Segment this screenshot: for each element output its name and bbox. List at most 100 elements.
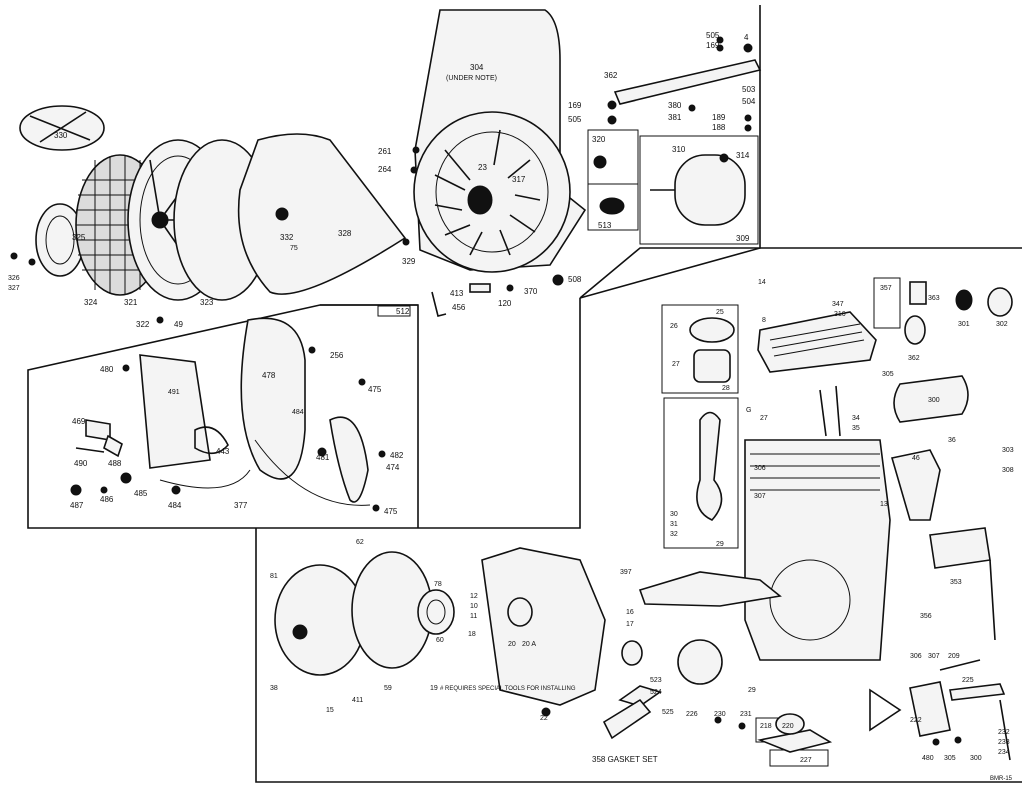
label-317: 317 (512, 175, 526, 184)
label-490: 490 (74, 459, 88, 468)
governor-starter-motor-group (587, 36, 762, 245)
label-480b: 480 (922, 755, 934, 762)
label-31: 31 (670, 521, 678, 528)
label-38: 38 (270, 685, 278, 692)
label-232: 232 (998, 729, 1010, 736)
label-note-tools: # REQUIRES SPECIAL TOOLS FOR INSTALLING (440, 686, 576, 692)
label-481: 481 (316, 453, 330, 462)
control-bracket (139, 354, 211, 469)
choke-lever (329, 416, 369, 503)
label-456: 456 (452, 303, 466, 312)
label-256: 256 (330, 351, 344, 360)
head-fins (769, 323, 865, 357)
label-503: 503 (742, 85, 756, 94)
label-25: 25 (716, 309, 724, 316)
label-328: 328 (338, 229, 352, 238)
label-300: 300 (928, 397, 940, 404)
control-panel-group (70, 305, 411, 512)
label-484: 484 (292, 409, 304, 416)
label-27b: 27 (760, 415, 768, 422)
alternator (274, 564, 366, 676)
label-46: 46 (912, 455, 920, 462)
label-29g: G (746, 407, 751, 414)
label-397: 397 (620, 569, 632, 576)
label-469: 469 (72, 417, 86, 426)
box-320 (587, 129, 639, 231)
label-264: 264 (378, 165, 392, 174)
label-81: 81 (270, 573, 278, 580)
label-505b: 505 (568, 115, 582, 124)
label-327: 327 (8, 285, 20, 292)
label-231: 231 (740, 711, 752, 718)
label-363: 363 (928, 295, 940, 302)
part-labels: 330 325 326 327 324 321 323 322 49 332 7… (8, 31, 1014, 782)
governor-parts-group (714, 659, 1011, 767)
label-325: 325 (72, 233, 86, 242)
label-22: 22 (540, 715, 548, 722)
label-307b: 307 (928, 653, 940, 660)
label-78: 78 (434, 581, 442, 588)
label-320: 320 (592, 135, 606, 144)
label-324: 324 (84, 298, 98, 307)
label-8: 8 (762, 317, 766, 324)
blower-housing-group (410, 9, 587, 317)
label-307: 307 (754, 493, 766, 500)
muffler (893, 375, 969, 423)
box-conrod (663, 397, 739, 549)
breather (929, 527, 991, 569)
label-222: 222 (910, 717, 922, 724)
label-23: 23 (478, 163, 487, 172)
label-326: 326 (8, 275, 20, 282)
label-308: 308 (1002, 467, 1014, 474)
label-353: 353 (950, 579, 962, 586)
label-15: 15 (326, 707, 334, 714)
governor-link (613, 59, 762, 105)
flywheel-fan (413, 111, 571, 273)
label-32: 32 (670, 531, 678, 538)
label-475b: 475 (384, 507, 398, 516)
label-225: 225 (962, 677, 974, 684)
speed-control-plate (240, 317, 306, 480)
label-323: 323 (200, 298, 214, 307)
label-230: 230 (714, 711, 726, 718)
label-20: 20 (508, 641, 516, 648)
label-321: 321 (124, 298, 138, 307)
label-478: 478 (262, 371, 276, 380)
label-20a: 20 A (522, 641, 536, 648)
label-524: 524 (650, 689, 662, 696)
label-485: 485 (134, 489, 148, 498)
label-300b: 300 (970, 755, 982, 762)
box-309 (639, 135, 759, 245)
label-362: 362 (604, 71, 618, 80)
label-16: 16 (626, 609, 634, 616)
label-footer: BMR-15 (990, 776, 1013, 782)
label-189: 189 (712, 113, 726, 122)
label-29a: 29 (748, 687, 756, 694)
label-36: 36 (948, 437, 956, 444)
label-322: 322 (136, 320, 150, 329)
label-60: 60 (436, 637, 444, 644)
label-30: 30 (670, 511, 678, 518)
label-523: 523 (650, 677, 662, 684)
label-169b: 169 (568, 101, 582, 110)
label-26: 26 (670, 323, 678, 330)
label-27: 27 (672, 361, 680, 368)
label-332: 332 (280, 233, 294, 242)
sump-cover (481, 547, 606, 706)
blower-housing-cover (237, 133, 407, 295)
label-480: 480 (100, 365, 114, 374)
label-28: 28 (722, 385, 730, 392)
crankshaft (638, 571, 782, 607)
label-234: 234 (998, 749, 1010, 756)
label-62: 62 (356, 539, 364, 546)
label-356: 356 (920, 613, 932, 620)
label-59: 59 (384, 685, 392, 692)
label-347: 347 (832, 301, 844, 308)
label-under-note: (UNDER NOTE) (446, 75, 497, 82)
label-75: 75 (290, 245, 298, 252)
label-504: 504 (742, 97, 756, 106)
label-484b: 484 (168, 501, 182, 510)
block-fins (750, 453, 880, 491)
label-188: 188 (712, 123, 726, 132)
